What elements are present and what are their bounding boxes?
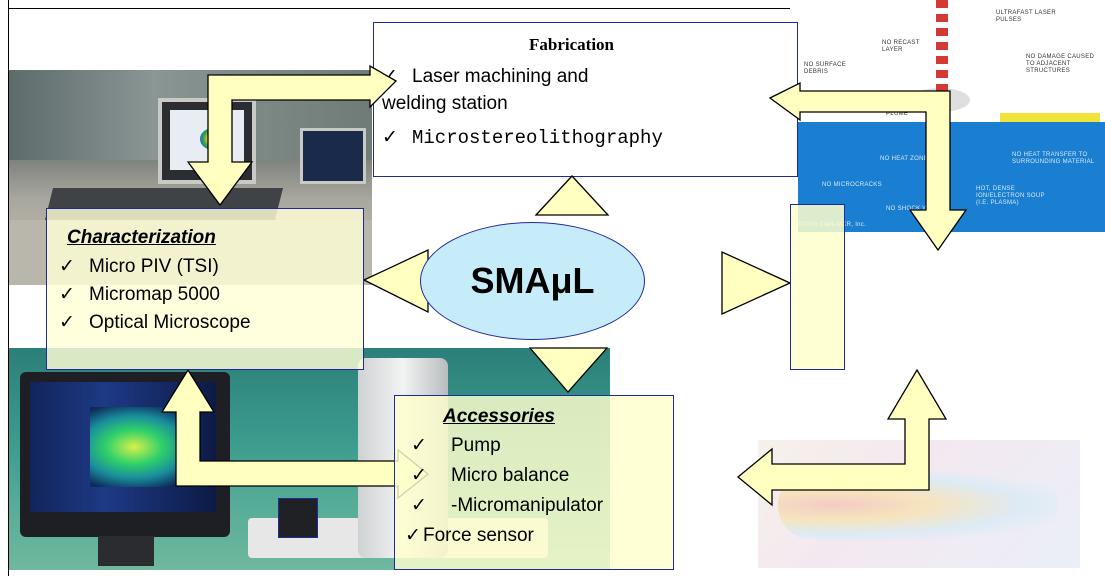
fabrication-item-micro: ✓Microstereolithography: [382, 124, 663, 152]
check-icon: ✓: [411, 435, 427, 456]
accessories-item-pump: ✓Pump: [411, 432, 501, 459]
accessories-title: Accessories: [443, 406, 555, 427]
label-hot-dense: HOT, DENSE ION/ELECTRON SOUP (I.E. PLASM…: [976, 186, 1045, 206]
accessories-box: Accessories ✓Pump ✓Micro balance ✓-Micro…: [394, 395, 674, 570]
characterization-box: Characterization ✓Micro PIV (TSI) ✓Micro…: [46, 208, 364, 370]
arrow-fabrication-laser: [768, 81, 968, 252]
label-no-microcracks: NO MICROCRACKS: [822, 182, 882, 188]
slide-border-left: [8, 0, 9, 576]
accessories-item-micromanipulator: ✓-Micromanipulator: [411, 492, 603, 519]
characterization-title: Characterization: [67, 227, 216, 248]
arrow-down-accessories: [528, 347, 609, 393]
fabrication-box: Fabrication ✓Laser machining and welding…: [373, 22, 798, 177]
arrow-fabrication-characterization: [186, 64, 398, 207]
arrow-right-side: [721, 250, 792, 316]
slide-border-top: [8, 8, 798, 9]
side-box: [790, 204, 845, 370]
label-no-damage: NO DAMAGE CAUSED TO ADJACENT STRUCTURES: [1026, 54, 1095, 74]
arrow-left-characterization: [362, 248, 429, 314]
check-icon: ✓: [405, 525, 421, 546]
arrow-characterization-microscope: [160, 368, 430, 500]
characterization-item-microscope: ✓Optical Microscope: [59, 309, 251, 336]
label-no-heat-transfer: NO HEAT TRANSFER TO SURROUNDING MATERIAL: [1012, 152, 1095, 165]
check-icon: ✓: [411, 465, 427, 486]
check-icon: ✓: [59, 284, 75, 305]
label-no-surface: NO SURFACE DEBRIS: [804, 62, 847, 75]
smal-center-ellipse: SMAμL: [420, 222, 645, 340]
label-no-recast: NO RECAST LAYER: [882, 40, 920, 53]
arrow-up-fabrication: [534, 175, 610, 216]
check-icon: ✓: [411, 495, 427, 516]
fabrication-title: Fabrication: [529, 35, 614, 54]
check-icon: ✓: [59, 312, 75, 333]
arrow-accessories-faded: [736, 368, 948, 507]
label-no-heat-zone: NO HEAT ZONE: [880, 156, 929, 162]
label-ultrafast: ULTRAFAST LASER PULSES: [996, 10, 1056, 23]
fabrication-item-laser-cont: welding station: [382, 93, 508, 114]
characterization-item-micromap: ✓Micromap 5000: [59, 281, 220, 308]
label-no-shock: NO SHOCK WAVE: [886, 206, 941, 212]
accessories-item-balance: ✓Micro balance: [411, 462, 569, 489]
accessories-item-force-sensor: ✓Force sensor: [405, 522, 534, 549]
characterization-item-piv: ✓Micro PIV (TSI): [59, 253, 219, 280]
check-icon: ✓: [382, 127, 398, 148]
check-icon: ✓: [59, 256, 75, 277]
